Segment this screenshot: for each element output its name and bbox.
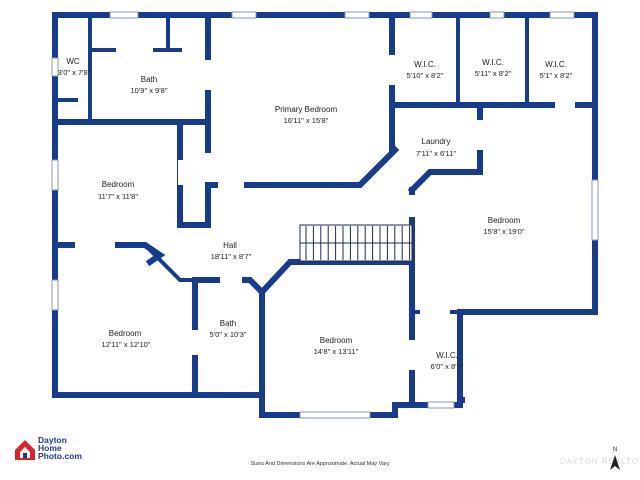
svg-text:5'11" x 8'2": 5'11" x 8'2" <box>475 69 512 78</box>
dayton-home-photo-logo: Dayton Home Photo.com <box>15 435 82 461</box>
room-label-laundry: Laundry 7'11" x 6'11" <box>416 137 456 158</box>
svg-text:Bedroom: Bedroom <box>102 180 135 189</box>
dayton-realtors-watermark: DAYTON REALTORS <box>560 457 640 466</box>
svg-text:10'9" x 9'8": 10'9" x 9'8" <box>131 86 168 95</box>
svg-text:W.I.C.: W.I.C. <box>545 60 567 69</box>
svg-text:W.I.C.: W.I.C. <box>436 351 458 360</box>
svg-text:W.I.C.: W.I.C. <box>414 60 436 69</box>
doors <box>75 47 575 370</box>
svg-text:Bedroom: Bedroom <box>320 336 353 345</box>
room-label-bedroom-s: Bedroom 14'8" x 13'11" <box>314 336 359 356</box>
svg-text:Bath: Bath <box>141 75 157 84</box>
svg-text:14'8" x 13'11": 14'8" x 13'11" <box>314 347 359 356</box>
room-label-bedroom-nw: Bedroom 11'7" x 11'8" <box>98 180 138 201</box>
svg-text:W.I.C.: W.I.C. <box>482 58 504 67</box>
room-label-primary-bedroom: Primary Bedroom 16'11" x 15'8" <box>275 105 338 125</box>
exterior-walls <box>52 12 598 418</box>
svg-text:N: N <box>613 447 617 453</box>
room-label-hall: Hall 18'11" x 8'7" <box>211 241 252 261</box>
svg-text:Dayton: Dayton <box>38 435 67 445</box>
room-label-wic-3: W.I.C. 5'1" x 8'2" <box>540 60 573 80</box>
svg-text:Bedroom: Bedroom <box>488 216 521 225</box>
disclaimer-text: Sizes And Dimensions Are Approximate. Ac… <box>251 461 390 467</box>
room-label-wic-2: W.I.C. 5'11" x 8'2" <box>475 58 512 78</box>
staircase <box>299 224 413 262</box>
svg-text:7'11" x 6'11": 7'11" x 6'11" <box>416 149 456 158</box>
svg-text:WC: WC <box>66 57 80 66</box>
svg-text:Hall: Hall <box>223 241 237 250</box>
svg-text:Home: Home <box>38 443 62 453</box>
svg-text:Primary Bedroom: Primary Bedroom <box>275 105 338 114</box>
svg-text:5'1" x 8'2": 5'1" x 8'2" <box>540 71 573 80</box>
svg-text:11'7" x 11'8": 11'7" x 11'8" <box>98 192 138 201</box>
svg-text:Laundry: Laundry <box>422 137 451 146</box>
house-logo-icon <box>15 440 35 460</box>
svg-text:5'10" x 8'2": 5'10" x 8'2" <box>407 71 444 80</box>
svg-text:15'8" x 19'0": 15'8" x 19'0" <box>483 227 524 236</box>
svg-text:3'0" x 7'8": 3'0" x 7'8" <box>58 68 91 77</box>
svg-text:Bath: Bath <box>220 319 236 328</box>
svg-text:18'11" x 8'7": 18'11" x 8'7" <box>211 252 252 261</box>
room-label-wic-4: W.I.C. 6'0" x 8'1" <box>431 351 464 371</box>
windows <box>51 11 599 419</box>
room-label-wic-1: W.I.C. 5'10" x 8'2" <box>407 60 444 80</box>
room-label-bedroom-sw: Bedroom 12'11" x 12'10" <box>102 329 151 349</box>
svg-text:5'0" x 10'3": 5'0" x 10'3" <box>210 330 247 339</box>
room-label-wc: WC 3'0" x 7'8" <box>58 57 91 77</box>
svg-text:6'0" x 8'1": 6'0" x 8'1" <box>431 362 464 371</box>
stair-treads <box>305 226 411 260</box>
room-label-bath-1: Bath 10'9" x 9'8" <box>131 75 168 95</box>
svg-text:16'11" x 15'8": 16'11" x 15'8" <box>284 116 329 125</box>
svg-text:DAYTON REALTORS: DAYTON REALTORS <box>560 457 640 466</box>
svg-text:12'11" x 12'10": 12'11" x 12'10" <box>102 340 151 349</box>
svg-text:Photo.com: Photo.com <box>38 451 82 461</box>
room-label-bedroom-e: Bedroom 15'8" x 19'0" <box>483 216 524 236</box>
room-label-bath-2: Bath 5'0" x 10'3" <box>210 319 247 339</box>
north-arrow-icon: N <box>610 447 620 470</box>
svg-text:Bedroom: Bedroom <box>109 329 142 338</box>
